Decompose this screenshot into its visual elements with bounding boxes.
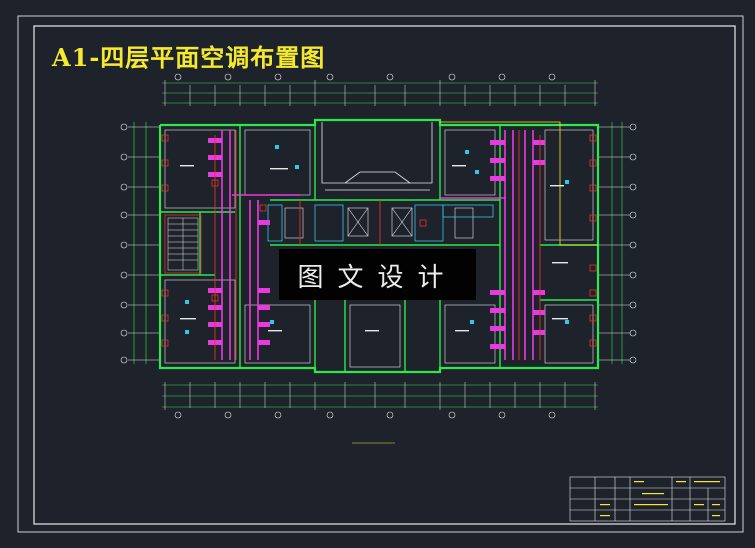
right-axis-bubbles [629,123,637,364]
stair-left-frame [164,214,202,274]
drawing-title: A1-四层平面空调布置图 [52,43,326,72]
duct-left-trunk [221,130,300,360]
duct-right-trunk [440,130,534,360]
core-equipment [267,204,494,242]
duct-left-branches [208,138,270,345]
air-diffusers [185,145,569,334]
refrigerant-pipes [214,130,541,360]
yellow-boundary [440,121,598,246]
duct-right-branches [490,140,545,349]
watermark-box: 图文设计 [279,249,476,300]
title-block [569,476,726,522]
elevator-core [284,207,474,239]
right-dimension-lines [611,122,623,364]
indoor-units [161,134,597,347]
outer-frame [17,15,744,533]
bottom-dimension-lines [162,384,598,408]
title-block-marks [600,481,720,517]
top-dimension-lines [162,82,598,104]
north-entrance [321,122,433,191]
watermark-text: 图文设计 [297,263,458,293]
bottom-dimension-ticks [164,382,596,410]
room-label-marks [180,165,568,332]
top-dimension-ticks [164,80,596,106]
inner-frame [33,25,736,525]
stair-left [167,217,199,271]
left-axis-ticks [128,126,160,361]
left-dimension-lines [133,122,147,364]
top-axis-bubbles [174,73,556,81]
left-axis-bubbles [120,123,128,364]
bottom-axis-bubbles [174,411,556,419]
right-axis-ticks [598,126,630,361]
